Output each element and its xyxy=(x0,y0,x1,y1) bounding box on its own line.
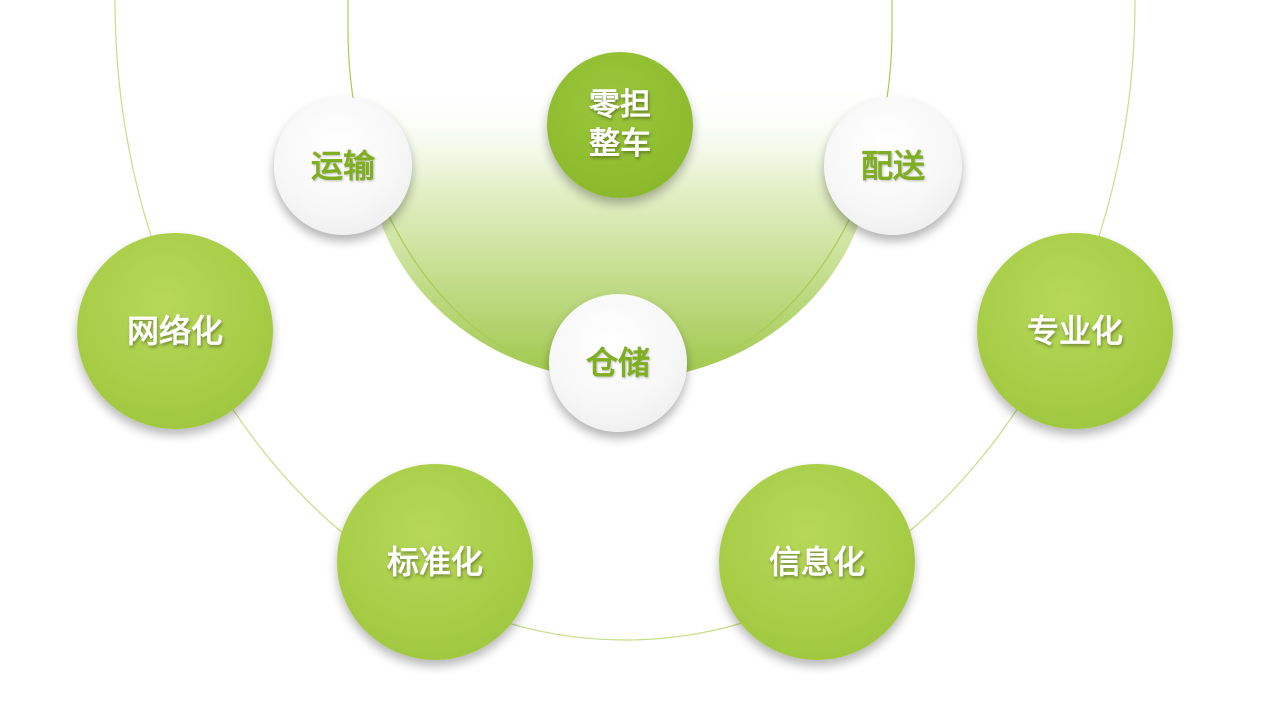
node-warehousing-label: 仓储 xyxy=(585,344,650,382)
node-informatization-label: 信息化 xyxy=(768,543,865,581)
node-delivery: 配送 xyxy=(824,97,962,235)
node-standardization: 标准化 xyxy=(337,464,533,660)
node-ltl-ftl: 零担 整车 xyxy=(547,52,693,198)
node-transport-label: 运输 xyxy=(310,147,375,185)
node-specialization-label: 专业化 xyxy=(1026,312,1123,350)
node-ltl-ftl-label: 零担 整车 xyxy=(589,87,651,162)
node-networking: 网络化 xyxy=(77,233,273,429)
node-transport: 运输 xyxy=(274,97,412,235)
node-delivery-label: 配送 xyxy=(860,147,925,185)
inner-gradient-bowl xyxy=(368,85,872,380)
node-informatization: 信息化 xyxy=(719,464,915,660)
node-specialization: 专业化 xyxy=(977,233,1173,429)
node-standardization-label: 标准化 xyxy=(386,543,483,581)
node-networking-label: 网络化 xyxy=(126,312,223,350)
node-warehousing: 仓储 xyxy=(549,294,687,432)
